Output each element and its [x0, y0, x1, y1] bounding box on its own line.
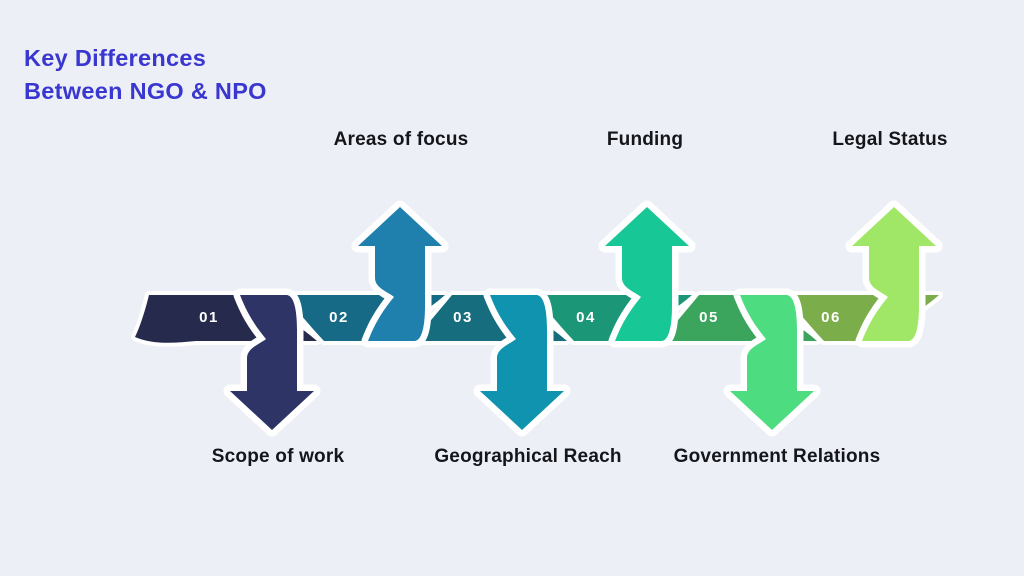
step-number-01: 01: [199, 309, 219, 326]
step-number-06: 06: [821, 309, 841, 326]
up-arrow-06: [845, 200, 943, 348]
down-arrow-05: [723, 288, 821, 437]
title-line-2: Between NGO & NPO: [24, 78, 267, 104]
up-arrow-04: [598, 200, 696, 348]
down-arrow-03: [473, 288, 571, 437]
page-title: Key Differences Between NGO & NPO: [24, 42, 267, 108]
step-number-04: 04: [576, 309, 596, 326]
step-label-funding: Funding: [606, 129, 684, 150]
title-line-1: Key Differences: [24, 45, 207, 71]
step-label-scope-of-work: Scope of work: [211, 446, 345, 467]
step-label-areas-of-focus: Areas of focus: [333, 129, 469, 150]
step-label-legal-status: Legal Status: [832, 129, 948, 150]
up-arrow-02: [351, 200, 449, 348]
step-number-03: 03: [453, 309, 473, 326]
step-number-05: 05: [699, 309, 719, 326]
step-number-02: 02: [329, 309, 349, 326]
step-label-geographical-reach: Geographical Reach: [434, 446, 622, 467]
down-arrow-01: [223, 288, 321, 437]
step-label-government-relations: Government Relations: [673, 446, 881, 467]
